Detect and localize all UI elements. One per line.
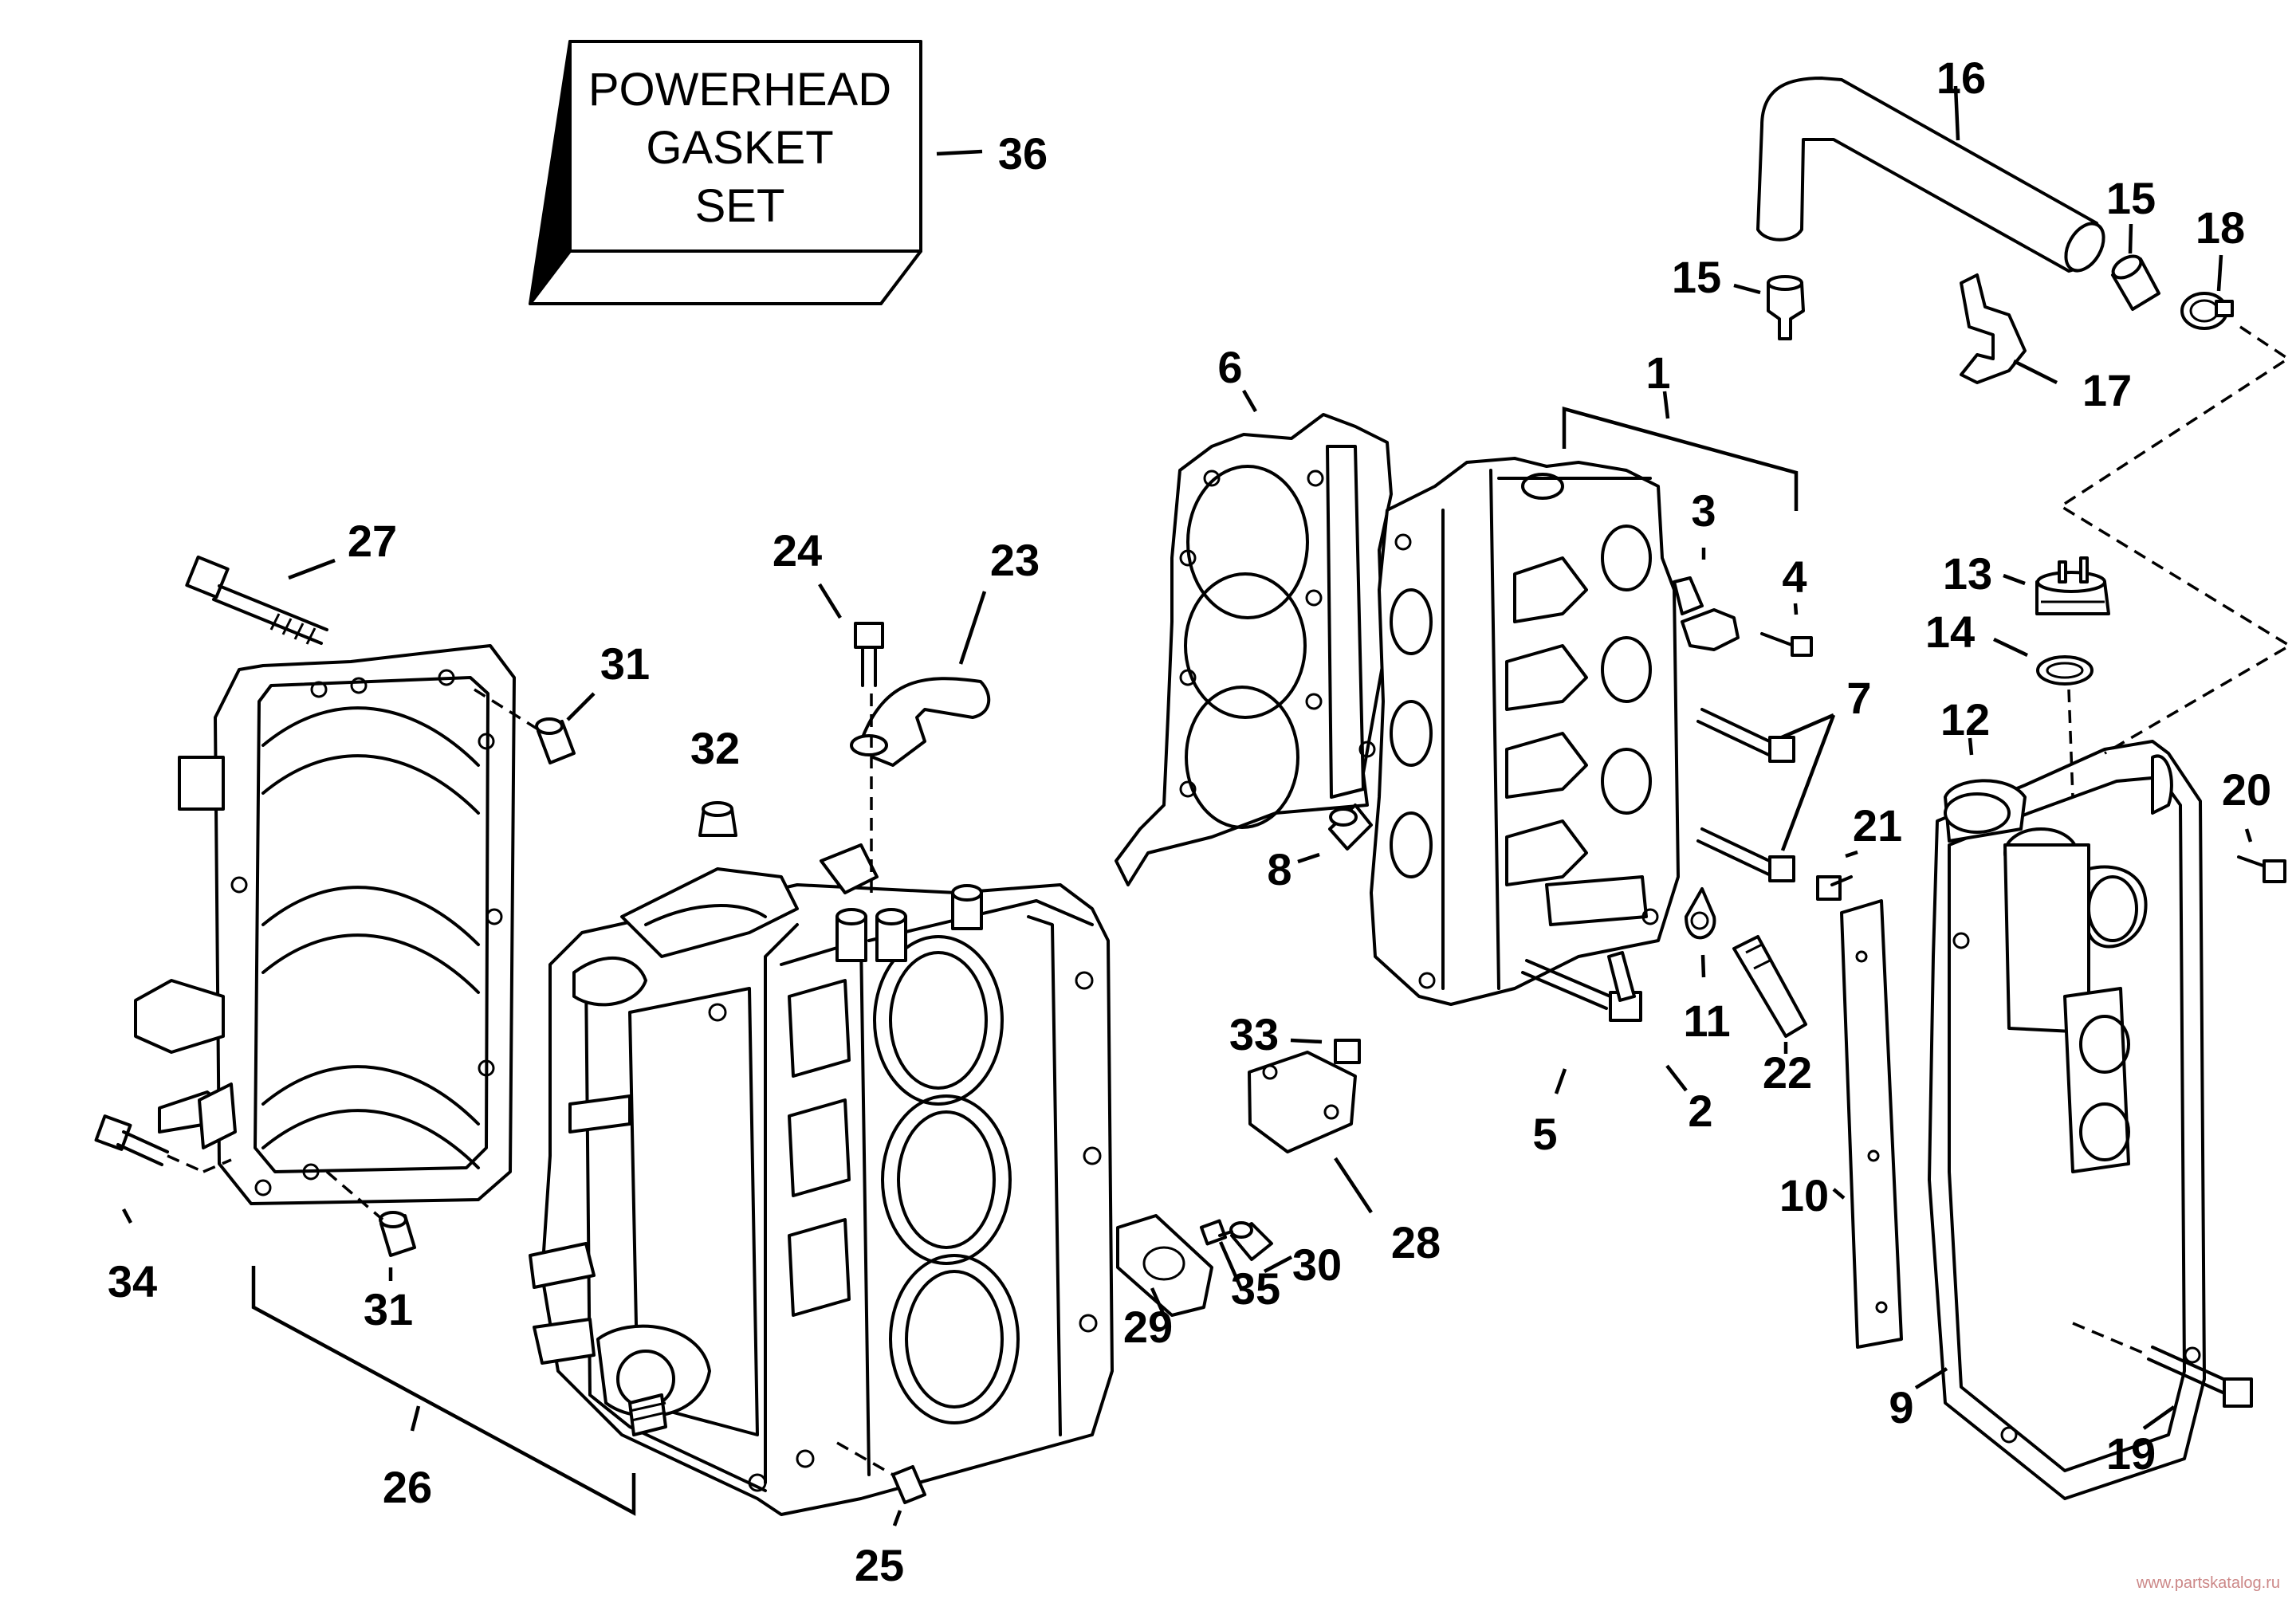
cap-12	[1944, 792, 2011, 834]
screw-21	[1816, 875, 1853, 901]
dowel-8	[1328, 804, 1373, 851]
cylinder-block-part	[529, 843, 1114, 1516]
callout-9: 9	[1889, 1382, 1913, 1432]
lifting-eye-11	[1685, 887, 1716, 940]
bracket-1	[1562, 407, 1799, 511]
screw-35	[1199, 1219, 1233, 1246]
callout-11: 11	[1683, 996, 1730, 1046]
sensor-22	[1732, 935, 1807, 1038]
callout-6: 6	[1217, 342, 1242, 392]
spacer-30	[1229, 1221, 1273, 1261]
callout-32: 32	[690, 723, 740, 773]
screw-4	[1760, 632, 1813, 657]
callout-2: 2	[1688, 1086, 1712, 1136]
callout-33: 33	[1229, 1009, 1279, 1059]
cylinder-head-1	[1370, 457, 1680, 1006]
callout-26: 26	[383, 1462, 432, 1512]
callout-23: 23	[990, 535, 1040, 585]
bracket-23	[850, 677, 991, 767]
callout-15-left: 15	[1672, 252, 1721, 302]
kit-box-line-1: POWERHEAD	[588, 64, 891, 116]
fitting-3	[1673, 576, 1740, 651]
head-cover-9	[1928, 740, 2206, 1500]
callout-8: 8	[1267, 844, 1292, 894]
callout-27: 27	[348, 516, 397, 566]
callout-10: 10	[1779, 1170, 1829, 1220]
callout-3: 3	[1691, 485, 1716, 536]
plug-25	[891, 1465, 926, 1504]
head-gasket-6	[1115, 413, 1393, 886]
powerhead-gasket-set-box: POWERHEAD GASKET SET	[529, 40, 922, 305]
callout-17: 17	[2082, 365, 2132, 415]
callout-14: 14	[1925, 607, 1975, 657]
callout-19: 19	[2106, 1428, 2156, 1479]
kit-box-line-3: SET	[695, 180, 785, 232]
bracket-26	[251, 1266, 636, 1516]
callout-13: 13	[1943, 548, 1992, 599]
callout-4: 4	[1782, 552, 1807, 602]
kit-box-line-2: GASKET	[646, 122, 833, 174]
callout-7: 7	[1846, 673, 1871, 723]
cover-28	[1248, 1051, 1357, 1153]
callout-22: 22	[1763, 1047, 1812, 1098]
callout-15-right: 15	[2106, 173, 2156, 223]
callout-34: 34	[108, 1256, 157, 1306]
callout-1: 1	[1645, 348, 1670, 398]
clip-17	[1960, 273, 2027, 384]
exhaust-cover-part	[134, 644, 516, 1205]
bolt-19	[2147, 1346, 2253, 1408]
callout-29: 29	[1123, 1302, 1173, 1352]
callout-12: 12	[1940, 694, 1990, 745]
fitting-15-left	[1767, 275, 1805, 340]
thermostat-13	[2035, 556, 2110, 615]
callout-18: 18	[2196, 202, 2245, 253]
callout-36: 36	[998, 128, 1048, 179]
bolt-34	[94, 1114, 169, 1166]
callout-31-lower: 31	[364, 1284, 413, 1334]
seal-14	[2036, 655, 2094, 686]
callout-30: 30	[1292, 1240, 1342, 1290]
callout-21: 21	[1853, 800, 1902, 851]
callout-31-upper: 31	[600, 638, 650, 689]
plug-32	[698, 801, 737, 837]
bolts-7	[1696, 708, 1795, 882]
watermark: www.partskatalog.ru	[2136, 1574, 2280, 1592]
gasket-10	[1840, 899, 1903, 1349]
gasket-29	[1116, 1214, 1213, 1317]
fitting-2	[1607, 951, 1636, 1002]
bolt-24	[854, 622, 884, 687]
bolt-20	[2237, 855, 2286, 883]
callout-24: 24	[773, 525, 822, 576]
callout-20: 20	[2222, 764, 2271, 815]
callout-25: 25	[855, 1540, 904, 1590]
callout-35: 35	[1231, 1263, 1280, 1314]
clamp-18	[2180, 292, 2234, 330]
callout-16: 16	[1936, 53, 1986, 103]
screw-33	[1334, 1039, 1361, 1064]
bolt-27	[185, 555, 328, 645]
hose-16	[1756, 77, 2105, 273]
callout-5: 5	[1532, 1109, 1557, 1159]
fitting-15-right	[2111, 254, 2160, 311]
callout-28: 28	[1391, 1217, 1441, 1267]
